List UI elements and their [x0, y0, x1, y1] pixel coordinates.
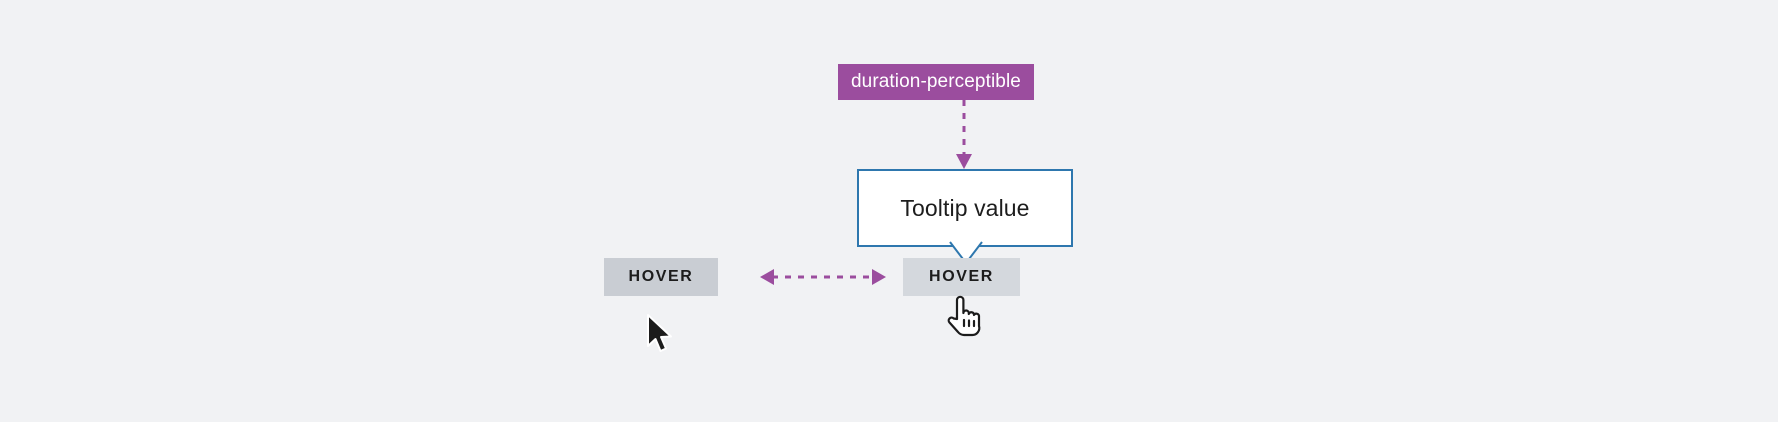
hand-cursor-icon	[947, 295, 981, 337]
annotation-badge-duration-perceptible: duration-perceptible	[838, 64, 1034, 100]
tooltip-bubble: Tooltip value	[857, 169, 1073, 247]
badge-to-tooltip-arrow-icon	[956, 100, 972, 169]
hover-button-default[interactable]: HOVER	[604, 258, 718, 296]
hover-button-hovered[interactable]: HOVER	[903, 258, 1020, 296]
arrow-cursor-icon	[647, 314, 672, 352]
button-to-button-arrow-icon	[760, 269, 886, 285]
tooltip-value-text: Tooltip value	[900, 194, 1030, 221]
